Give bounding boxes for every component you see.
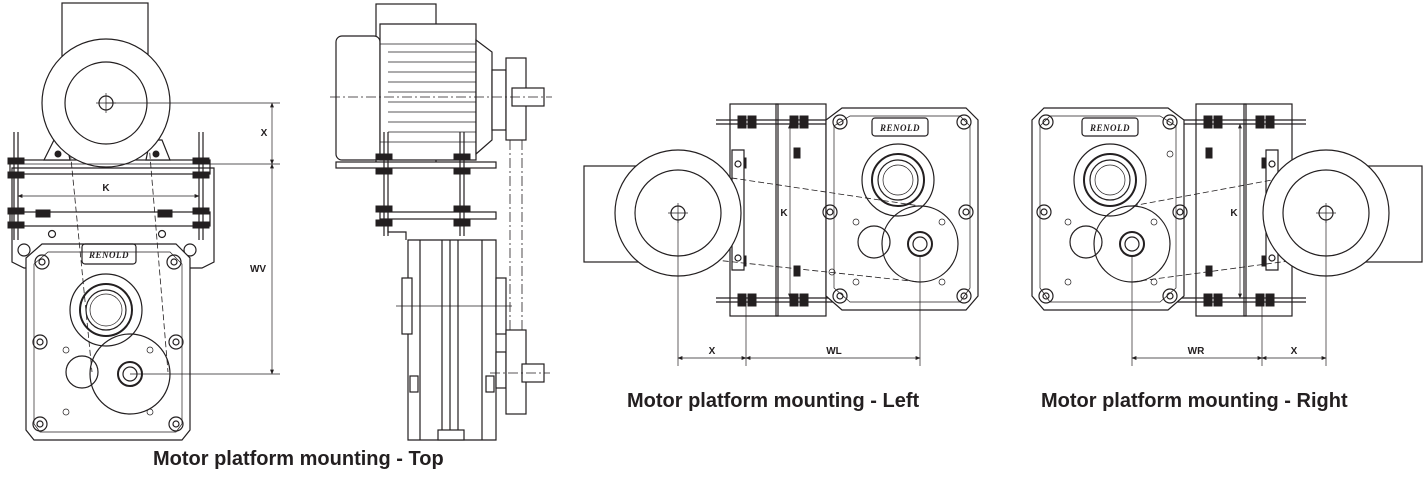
dim-x-right: X	[1291, 346, 1298, 357]
renold-logo-left: RENOLD	[879, 123, 920, 133]
renold-logo-top: RENOLD	[88, 250, 129, 260]
dim-x-left: X	[709, 346, 716, 357]
dim-k-top: K	[102, 183, 110, 194]
top-mount-side-view	[330, 3, 552, 441]
left-mount-view: RENOLD K X WL	[583, 103, 979, 366]
caption-top: Motor platform mounting - Top	[153, 448, 444, 470]
renold-logo-right: RENOLD	[1089, 123, 1130, 133]
top-mount-front-view: RENOLD X K WV	[7, 2, 280, 441]
right-mount-view: RENOLD K WR X	[1031, 103, 1423, 366]
caption-right: Motor platform mounting - Right	[1041, 390, 1348, 412]
dim-k-right: K	[1230, 208, 1238, 219]
dim-k-left: K	[780, 208, 788, 219]
dim-wr-right: WR	[1188, 346, 1205, 357]
caption-left: Motor platform mounting - Left	[627, 390, 920, 412]
dim-wl-left: WL	[826, 346, 842, 357]
dim-wv-top: WV	[250, 264, 266, 275]
dim-x-top: X	[261, 128, 268, 139]
